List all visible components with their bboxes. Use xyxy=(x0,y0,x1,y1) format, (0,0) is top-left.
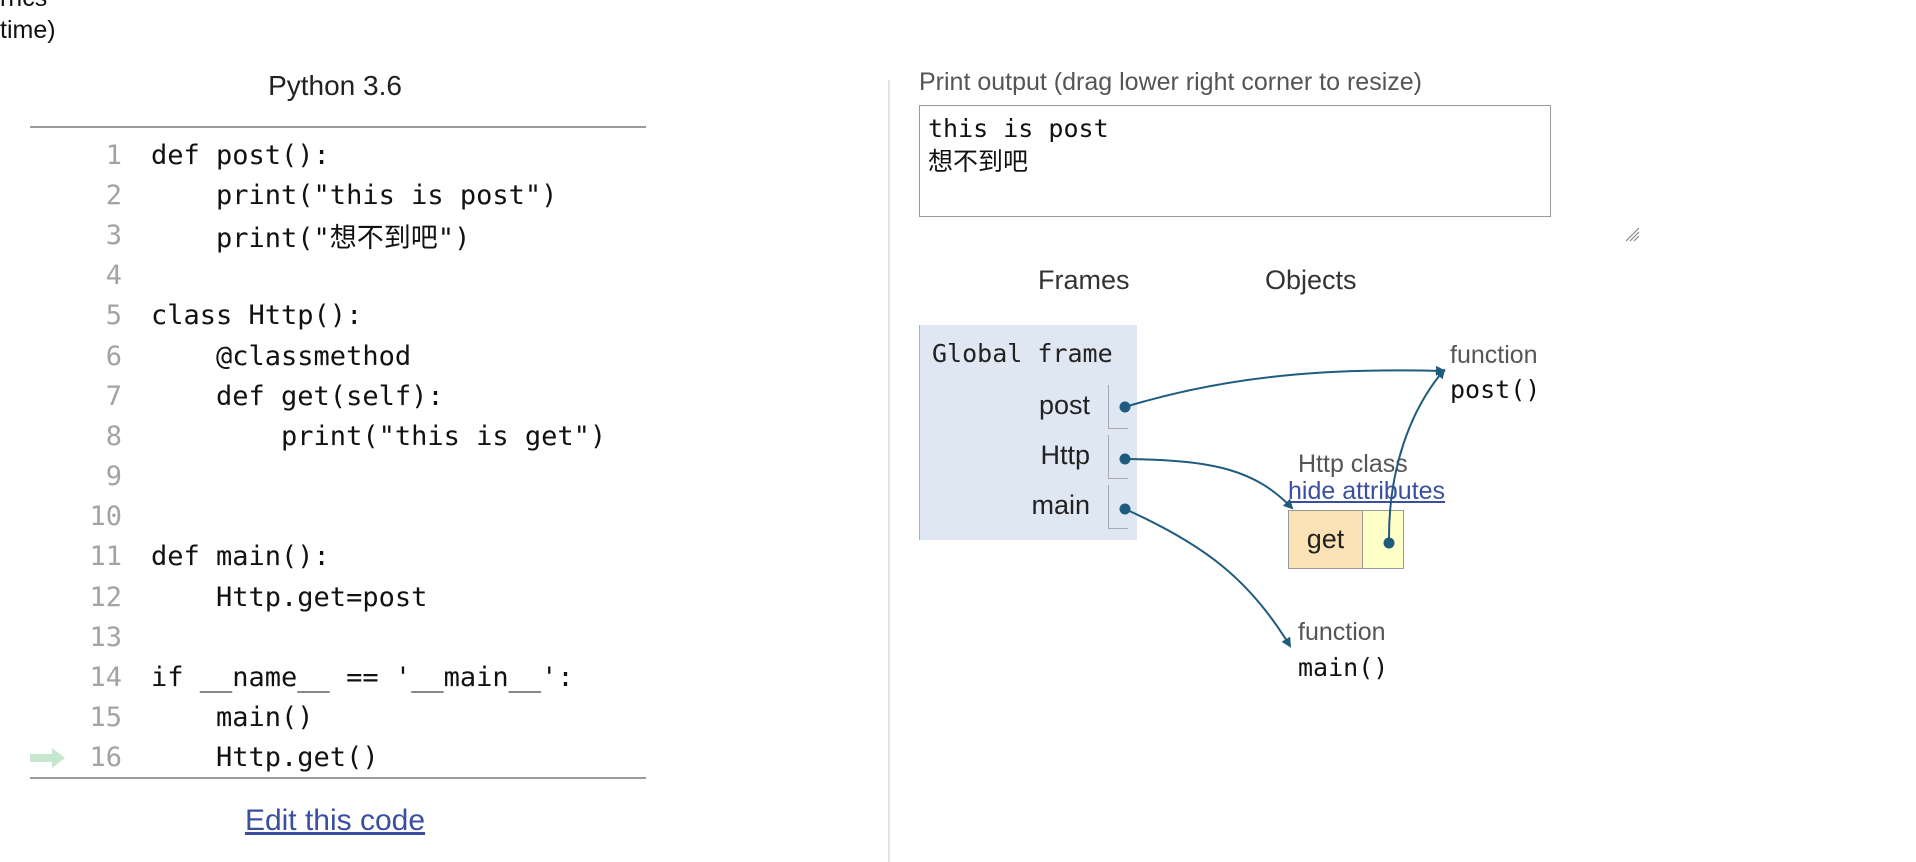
var-main-label: main xyxy=(1031,490,1090,520)
line-number: 13 xyxy=(89,621,122,653)
code-text: class Http(): xyxy=(151,300,363,332)
code-line: 3 print("想不到吧") xyxy=(30,215,640,255)
var-post-slot xyxy=(1108,385,1128,429)
code-line: 7 def get(self): xyxy=(30,376,640,416)
code-line: 15 main() xyxy=(30,698,640,738)
frames-header: Frames xyxy=(1038,265,1130,295)
current-line-arrow-icon xyxy=(30,738,70,778)
class-attr-value xyxy=(1363,511,1403,568)
pointer-dot-http xyxy=(1119,453,1131,465)
panel-divider xyxy=(888,80,890,862)
code-text: def post(): xyxy=(151,139,330,171)
line-number: 11 xyxy=(89,541,122,573)
line-number: 3 xyxy=(105,219,122,251)
line-number: 2 xyxy=(105,179,122,211)
main-function-type: function xyxy=(1298,618,1386,646)
var-http-slot xyxy=(1108,435,1128,479)
code-line: 8 print("this is get") xyxy=(30,416,640,456)
arrow-http-to-class xyxy=(1124,458,1294,510)
language-title: Python 3.6 xyxy=(268,70,402,101)
code-line: 12 Http.get=post xyxy=(30,577,640,617)
code-listing: 1 def post(): 2 print("this is post") 3 p… xyxy=(30,135,640,778)
code-line: 14 if __name__ == '__main__': xyxy=(30,657,640,697)
class-attr-key: get xyxy=(1289,511,1363,568)
line-number: 7 xyxy=(105,380,122,412)
line-number: 10 xyxy=(89,501,122,533)
code-line: 4 xyxy=(30,256,640,296)
arrow-post-to-function xyxy=(1124,365,1446,408)
arrow-get-to-post xyxy=(1387,368,1446,544)
var-post-label: post xyxy=(1038,390,1090,420)
code-line: 10 xyxy=(30,497,640,537)
clipped-text-line-1: rrics xyxy=(0,0,56,14)
code-text: main() xyxy=(151,702,314,734)
code-text: def main(): xyxy=(151,541,330,573)
http-class-box: get xyxy=(1288,510,1404,569)
code-line: 2 print("this is post") xyxy=(30,175,640,215)
resize-handle-icon[interactable] xyxy=(1624,226,1640,242)
line-number: 4 xyxy=(105,260,122,292)
code-line: 11 def main(): xyxy=(30,537,640,577)
http-class-label: Http class xyxy=(1298,450,1408,478)
global-frame-title: Global frame xyxy=(932,339,1113,368)
post-function-type: function xyxy=(1450,341,1538,369)
pointer-dot-get xyxy=(1383,537,1395,549)
var-main-slot xyxy=(1108,485,1128,529)
code-line: 5 class Http(): xyxy=(30,296,640,336)
code-text: print("this is post") xyxy=(151,179,558,211)
line-number: 8 xyxy=(105,420,122,452)
print-output-box: this is post 想不到吧 xyxy=(919,105,1551,217)
clipped-header-text: rrics time) xyxy=(0,0,56,46)
objects-header: Objects xyxy=(1265,265,1357,295)
post-function-name: post() xyxy=(1450,375,1541,404)
code-text: print("想不到吧") xyxy=(151,222,471,254)
code-line-current: 16 Http.get() xyxy=(30,738,640,778)
pointer-dot-post xyxy=(1119,401,1131,413)
code-text: Http.get() xyxy=(151,742,379,774)
line-number: 15 xyxy=(89,702,122,734)
clipped-text-line-2: time) xyxy=(0,16,56,44)
global-frame xyxy=(919,325,1137,540)
line-number: 16 xyxy=(89,742,122,774)
line-number: 6 xyxy=(105,340,122,372)
line-number: 14 xyxy=(89,662,122,694)
line-number: 12 xyxy=(89,581,122,613)
line-number: 5 xyxy=(105,300,122,332)
main-function-name: main() xyxy=(1298,653,1389,682)
print-output-label: Print output (drag lower right corner to… xyxy=(919,68,1422,96)
pointer-dot-main xyxy=(1119,503,1131,515)
code-bottom-divider xyxy=(30,777,646,779)
arrow-main-to-function xyxy=(1124,508,1292,648)
code-text: if __name__ == '__main__': xyxy=(151,662,574,694)
code-line: 1 def post(): xyxy=(30,135,640,175)
code-top-divider xyxy=(30,126,646,128)
edit-code-link[interactable]: Edit this code xyxy=(244,804,426,837)
code-line: 6 @classmethod xyxy=(30,336,640,376)
code-text: Http.get=post xyxy=(151,581,428,613)
line-number: 9 xyxy=(105,461,122,493)
line-number: 1 xyxy=(105,139,122,171)
code-text: def get(self): xyxy=(151,380,444,412)
code-text: @classmethod xyxy=(151,340,412,372)
code-line: 13 xyxy=(30,617,640,657)
hide-attributes-link[interactable]: hide attributes xyxy=(1288,477,1446,505)
var-http-label: Http xyxy=(1040,440,1090,470)
code-text: print("this is get") xyxy=(151,420,607,452)
code-line: 9 xyxy=(30,457,640,497)
